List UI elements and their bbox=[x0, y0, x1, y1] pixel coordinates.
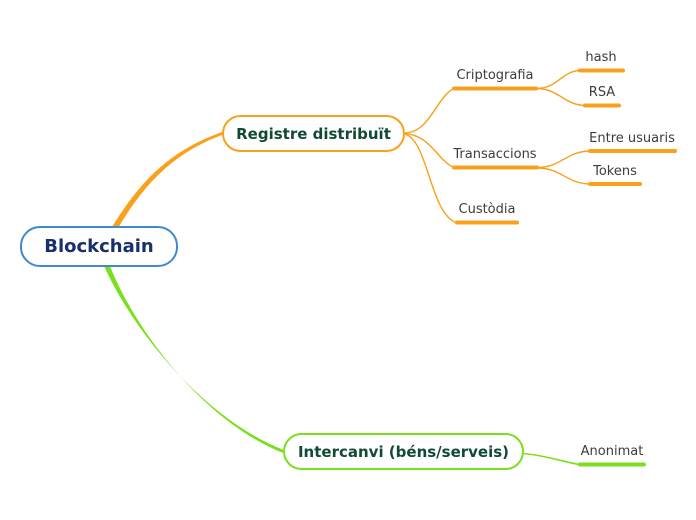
connector-rsa bbox=[536, 87, 585, 107]
connector-criptografia bbox=[404, 87, 455, 134]
node-registre-distribuit[interactable]: Registre distribuït bbox=[222, 115, 405, 152]
topic-custodia[interactable]: Custòdia bbox=[458, 202, 516, 217]
topic-transaccions[interactable]: Transaccions bbox=[453, 147, 537, 162]
node-registre-distribuit-label: Registre distribuït bbox=[236, 124, 391, 143]
topic-anonimat[interactable]: Anonimat bbox=[580, 444, 644, 459]
connector-anonimat bbox=[523, 452, 580, 466]
node-intercanvi[interactable]: Intercanvi (béns/serveis) bbox=[283, 433, 524, 470]
topic-criptografia[interactable]: Criptografia bbox=[456, 68, 534, 83]
node-blockchain[interactable]: Blockchain bbox=[20, 226, 178, 267]
connector-hash bbox=[536, 69, 580, 90]
node-blockchain-label: Blockchain bbox=[44, 236, 154, 257]
branch-curve-registre-distribuit bbox=[110, 132, 222, 232]
topic-entre-usuaris[interactable]: Entre usuaris bbox=[589, 131, 675, 146]
connector-entre-usuaris bbox=[537, 150, 590, 169]
topic-hash[interactable]: hash bbox=[585, 50, 617, 65]
connector-transaccions bbox=[404, 133, 455, 169]
topic-tokens[interactable]: Tokens bbox=[593, 164, 637, 179]
connector-tokens bbox=[537, 167, 590, 185]
topic-rsa[interactable]: RSA bbox=[588, 85, 616, 100]
connector-custodia bbox=[404, 133, 457, 224]
node-intercanvi-label: Intercanvi (béns/serveis) bbox=[297, 442, 510, 461]
branch-curve-intercanvi bbox=[104, 267, 283, 453]
